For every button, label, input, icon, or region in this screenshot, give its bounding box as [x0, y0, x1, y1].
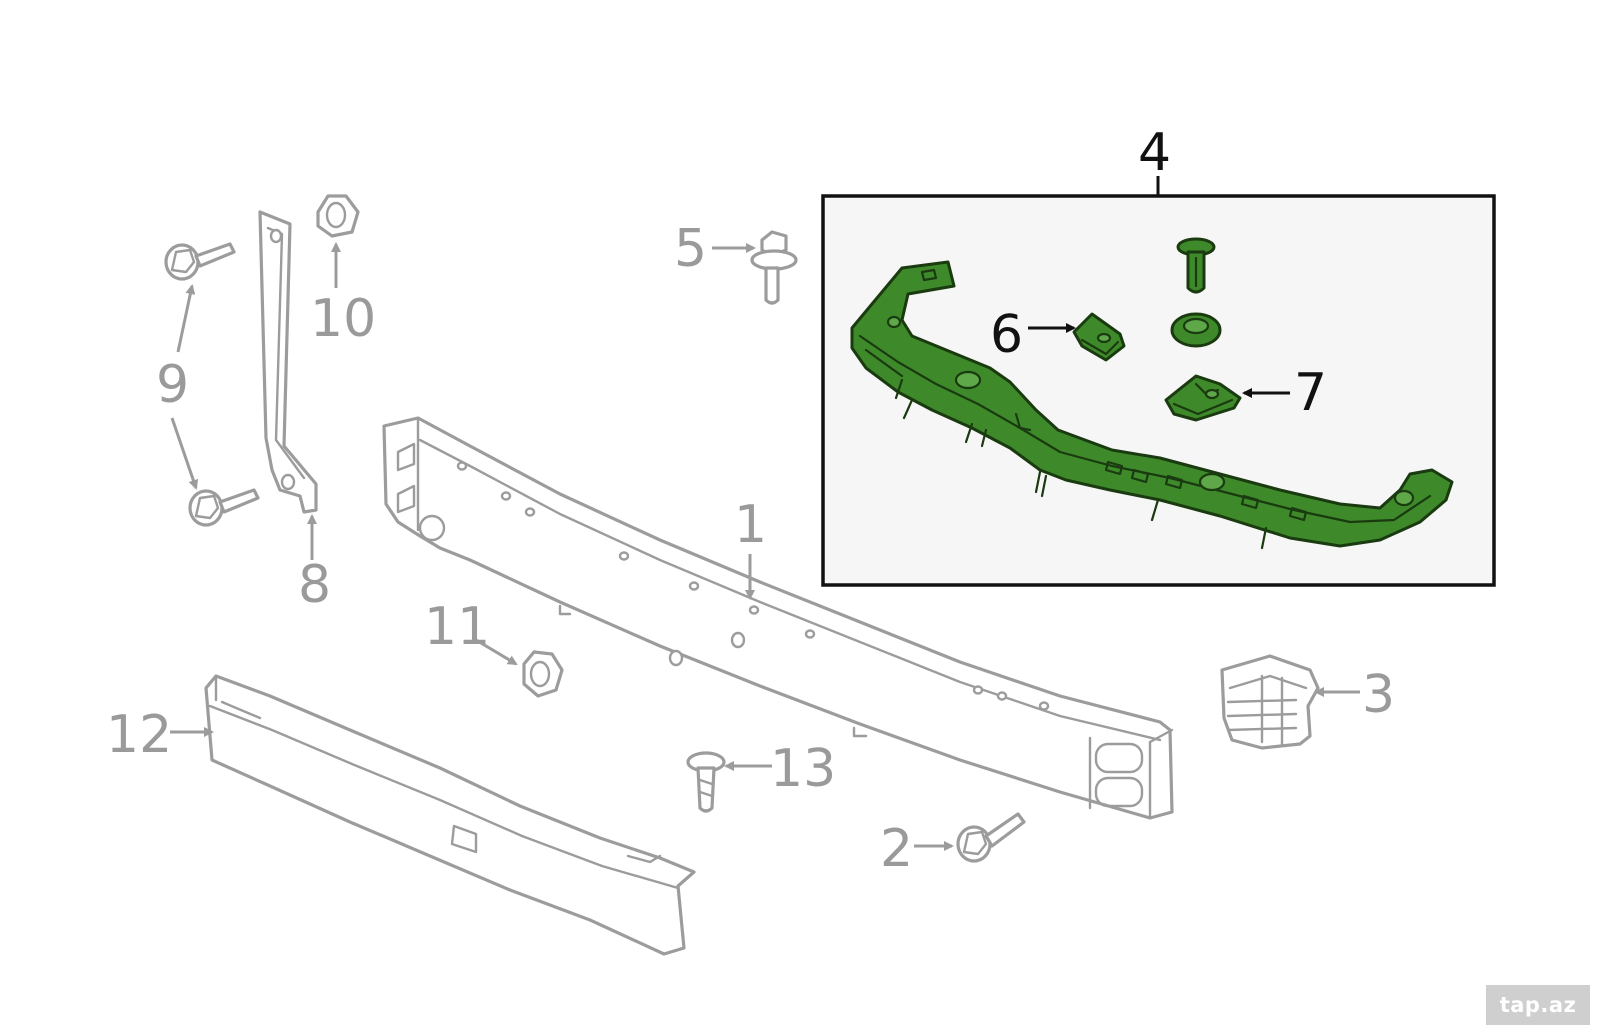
- energy-absorber-part-12: [204, 674, 696, 956]
- bumper-reinforcement-beam: [382, 416, 1174, 820]
- bolt-part-5: [750, 230, 798, 305]
- bumper-support-bracket: [850, 260, 1454, 550]
- callout-10: 10: [310, 289, 376, 349]
- push-pin-fastener: [1176, 237, 1216, 294]
- leader-9-lower: [170, 417, 199, 490]
- nut-part-10: [316, 194, 360, 238]
- bracket-part-3: [1220, 654, 1320, 750]
- callout-3: 3: [1362, 665, 1395, 725]
- grommet: [1170, 312, 1222, 348]
- callout-1: 1: [734, 495, 767, 555]
- leader-9-upper: [176, 284, 196, 353]
- watermark-badge: tap.az: [1486, 985, 1590, 1025]
- callout-6: 6: [990, 305, 1023, 365]
- callout-7: 7: [1294, 363, 1327, 423]
- callout-9: 9: [156, 355, 189, 415]
- leader-11: [475, 638, 518, 666]
- clip-part-7: [1164, 374, 1242, 422]
- bolt-part-9-upper: [164, 242, 236, 281]
- callout-2: 2: [880, 819, 913, 879]
- callout-11: 11: [424, 597, 490, 657]
- callout-13: 13: [770, 739, 836, 799]
- bolt-part-9-lower: [188, 488, 260, 527]
- callout-5: 5: [674, 219, 707, 279]
- inset-part-4: 4 6 7: [821, 123, 1496, 587]
- callout-4: 4: [1138, 123, 1171, 183]
- bracket-part-8: [258, 210, 318, 514]
- bolt-part-2: [956, 812, 1026, 863]
- push-clip-part-13: [686, 751, 726, 813]
- callout-12: 12: [106, 705, 172, 765]
- clip-part-6: [1072, 312, 1126, 362]
- nut-part-11: [522, 650, 564, 698]
- callout-8: 8: [298, 555, 331, 615]
